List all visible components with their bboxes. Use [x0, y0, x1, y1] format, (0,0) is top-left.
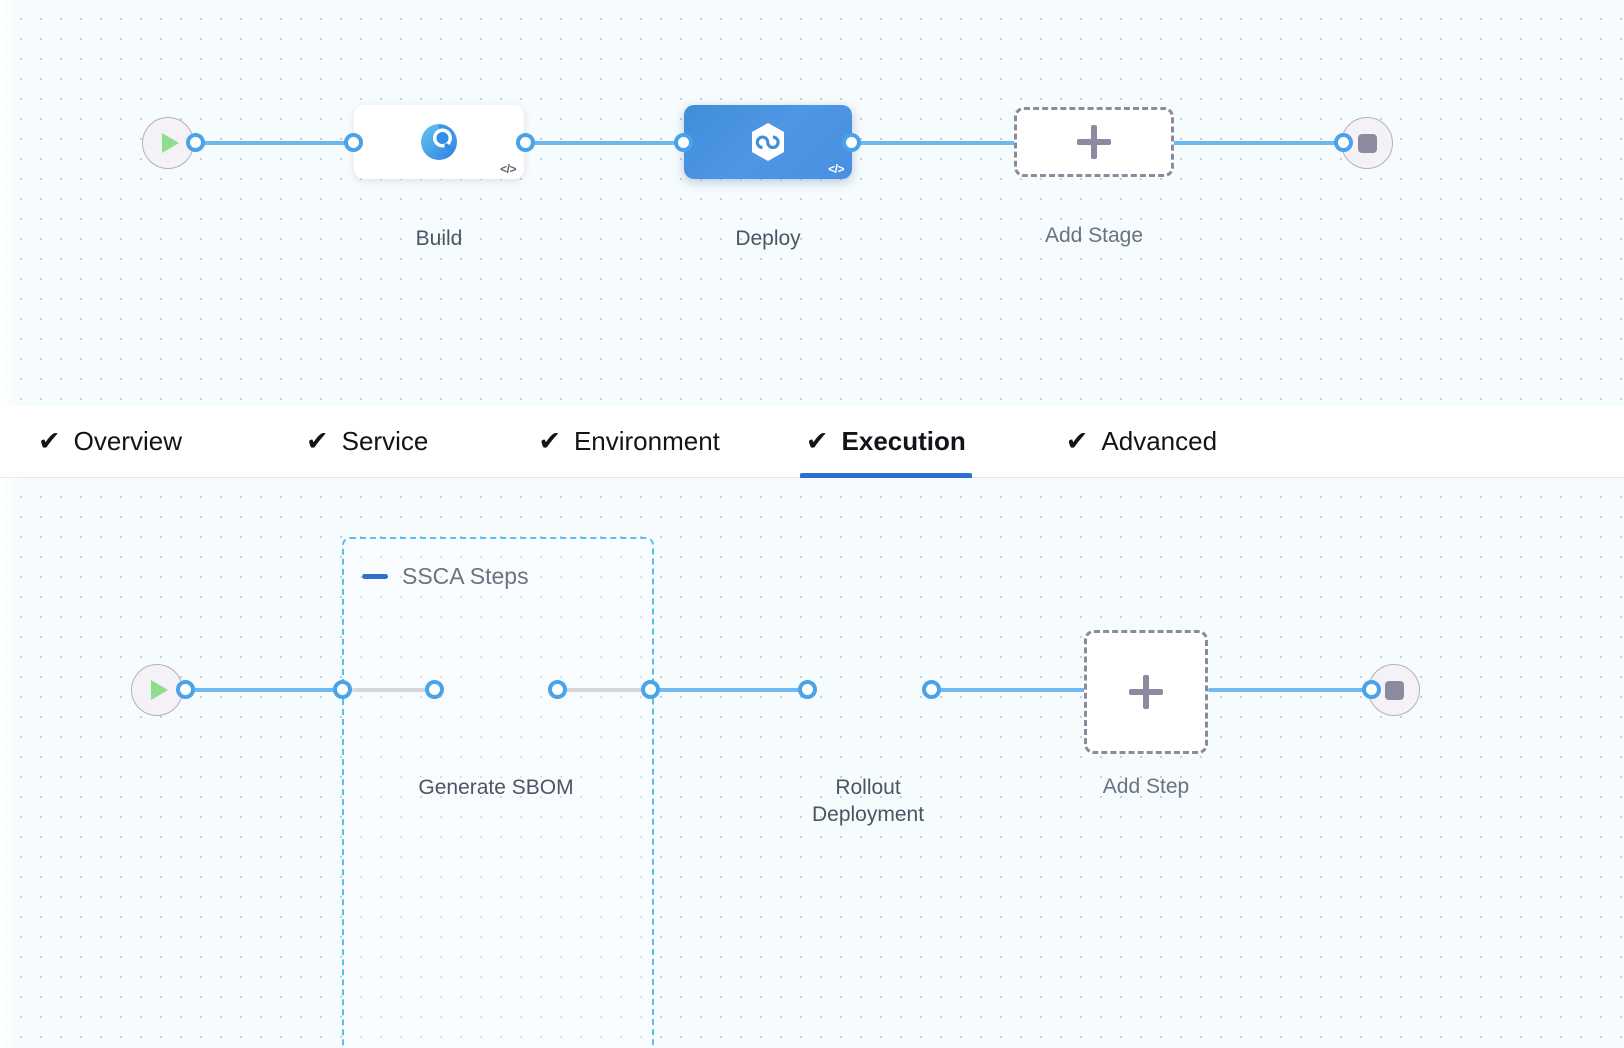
add-step-label[interactable]: Add Step [1102, 775, 1190, 798]
stage-label-build: Build [415, 227, 463, 250]
stop-icon [1357, 133, 1377, 153]
plus-icon [1077, 125, 1111, 159]
edge-group-in-dashed [352, 688, 436, 692]
pipeline-start-node[interactable] [142, 117, 194, 169]
step-label-rollout-deployment: Rollout Deployment [766, 775, 970, 829]
edge-add-to-end [1208, 688, 1368, 692]
tab-advanced[interactable]: ✔ Advanced [1052, 406, 1231, 478]
steps-end-node[interactable] [1368, 664, 1420, 716]
check-icon: ✔ [1065, 426, 1089, 456]
edge-group-to-rollout [650, 688, 814, 692]
edge-deploy-to-add [842, 141, 1022, 145]
port-steps-start-out[interactable] [176, 680, 195, 699]
check-icon: ✔ [38, 426, 61, 456]
execution-steps-canvas[interactable]: SSCA Steps </> Generate SBOM [0, 478, 1624, 1048]
play-icon [162, 133, 179, 153]
edge-start-to-group [176, 688, 352, 692]
port-end-in[interactable] [1334, 133, 1353, 152]
step-group-ssca-steps[interactable] [342, 537, 654, 1048]
edge-add-to-end [1165, 141, 1359, 145]
tab-execution[interactable]: ✔ Execution [792, 406, 980, 478]
edge-build-to-deploy [516, 141, 692, 145]
tab-label: Service [341, 426, 429, 456]
tab-label: Execution [841, 426, 966, 456]
tab-environment[interactable]: ✔ Environment [524, 406, 734, 478]
check-icon: ✔ [538, 426, 561, 456]
collapse-minus-icon[interactable] [362, 574, 388, 579]
tab-service[interactable]: ✔ Service [292, 406, 442, 478]
check-icon: ✔ [805, 426, 829, 456]
check-icon: ✔ [305, 426, 329, 456]
step-group-title: SSCA Steps [402, 563, 529, 589]
port-build-in[interactable] [344, 133, 363, 152]
step-group-header[interactable]: SSCA Steps [362, 563, 529, 590]
code-badge[interactable]: </> [500, 162, 516, 176]
edge-rollout-to-add [925, 688, 1085, 692]
play-icon [151, 680, 168, 700]
tab-label: Environment [573, 426, 720, 456]
deploy-hexagon-infinity-icon [752, 123, 784, 161]
port-group-exit[interactable] [641, 680, 660, 699]
add-stage-label[interactable]: Add Stage [1044, 224, 1144, 247]
tab-label: Advanced [1101, 426, 1218, 456]
edge-start-to-build [186, 141, 362, 145]
edge-group-out-dashed [557, 688, 652, 692]
stage-canvas[interactable]: </> Build </> Deploy Add Stage [0, 0, 1624, 406]
build-pie-search-icon [421, 124, 457, 160]
code-badge[interactable]: </> [828, 162, 844, 176]
port-deploy-out[interactable] [842, 133, 861, 152]
step-label-line2: Deployment [811, 802, 925, 826]
step-label-generate-sbom: Generate SBOM [418, 776, 574, 799]
step-label-line1: Rollout [835, 776, 901, 799]
tab-label: Overview [73, 426, 182, 456]
port-sbom-out[interactable] [548, 680, 567, 699]
port-rollout-out[interactable] [922, 680, 941, 699]
add-stage-button[interactable] [1014, 107, 1174, 177]
port-sbom-in[interactable] [425, 680, 444, 699]
stage-node-build[interactable]: </> [354, 105, 524, 179]
port-build-out[interactable] [516, 133, 535, 152]
plus-icon [1129, 675, 1163, 709]
port-rollout-in[interactable] [798, 680, 817, 699]
stage-node-deploy[interactable]: </> [684, 105, 852, 179]
stop-icon [1384, 680, 1404, 700]
stage-label-deploy: Deploy [735, 227, 801, 250]
port-start-out[interactable] [186, 133, 205, 152]
tab-overview[interactable]: ✔ Overview [24, 406, 196, 478]
port-group-enter[interactable] [333, 680, 352, 699]
port-deploy-in[interactable] [674, 133, 693, 152]
stage-config-tabbar: ✔ Overview ✔ Service ✔ Environment ✔ Exe… [0, 406, 1624, 478]
add-step-button[interactable] [1084, 630, 1208, 754]
port-steps-end-in[interactable] [1362, 680, 1381, 699]
